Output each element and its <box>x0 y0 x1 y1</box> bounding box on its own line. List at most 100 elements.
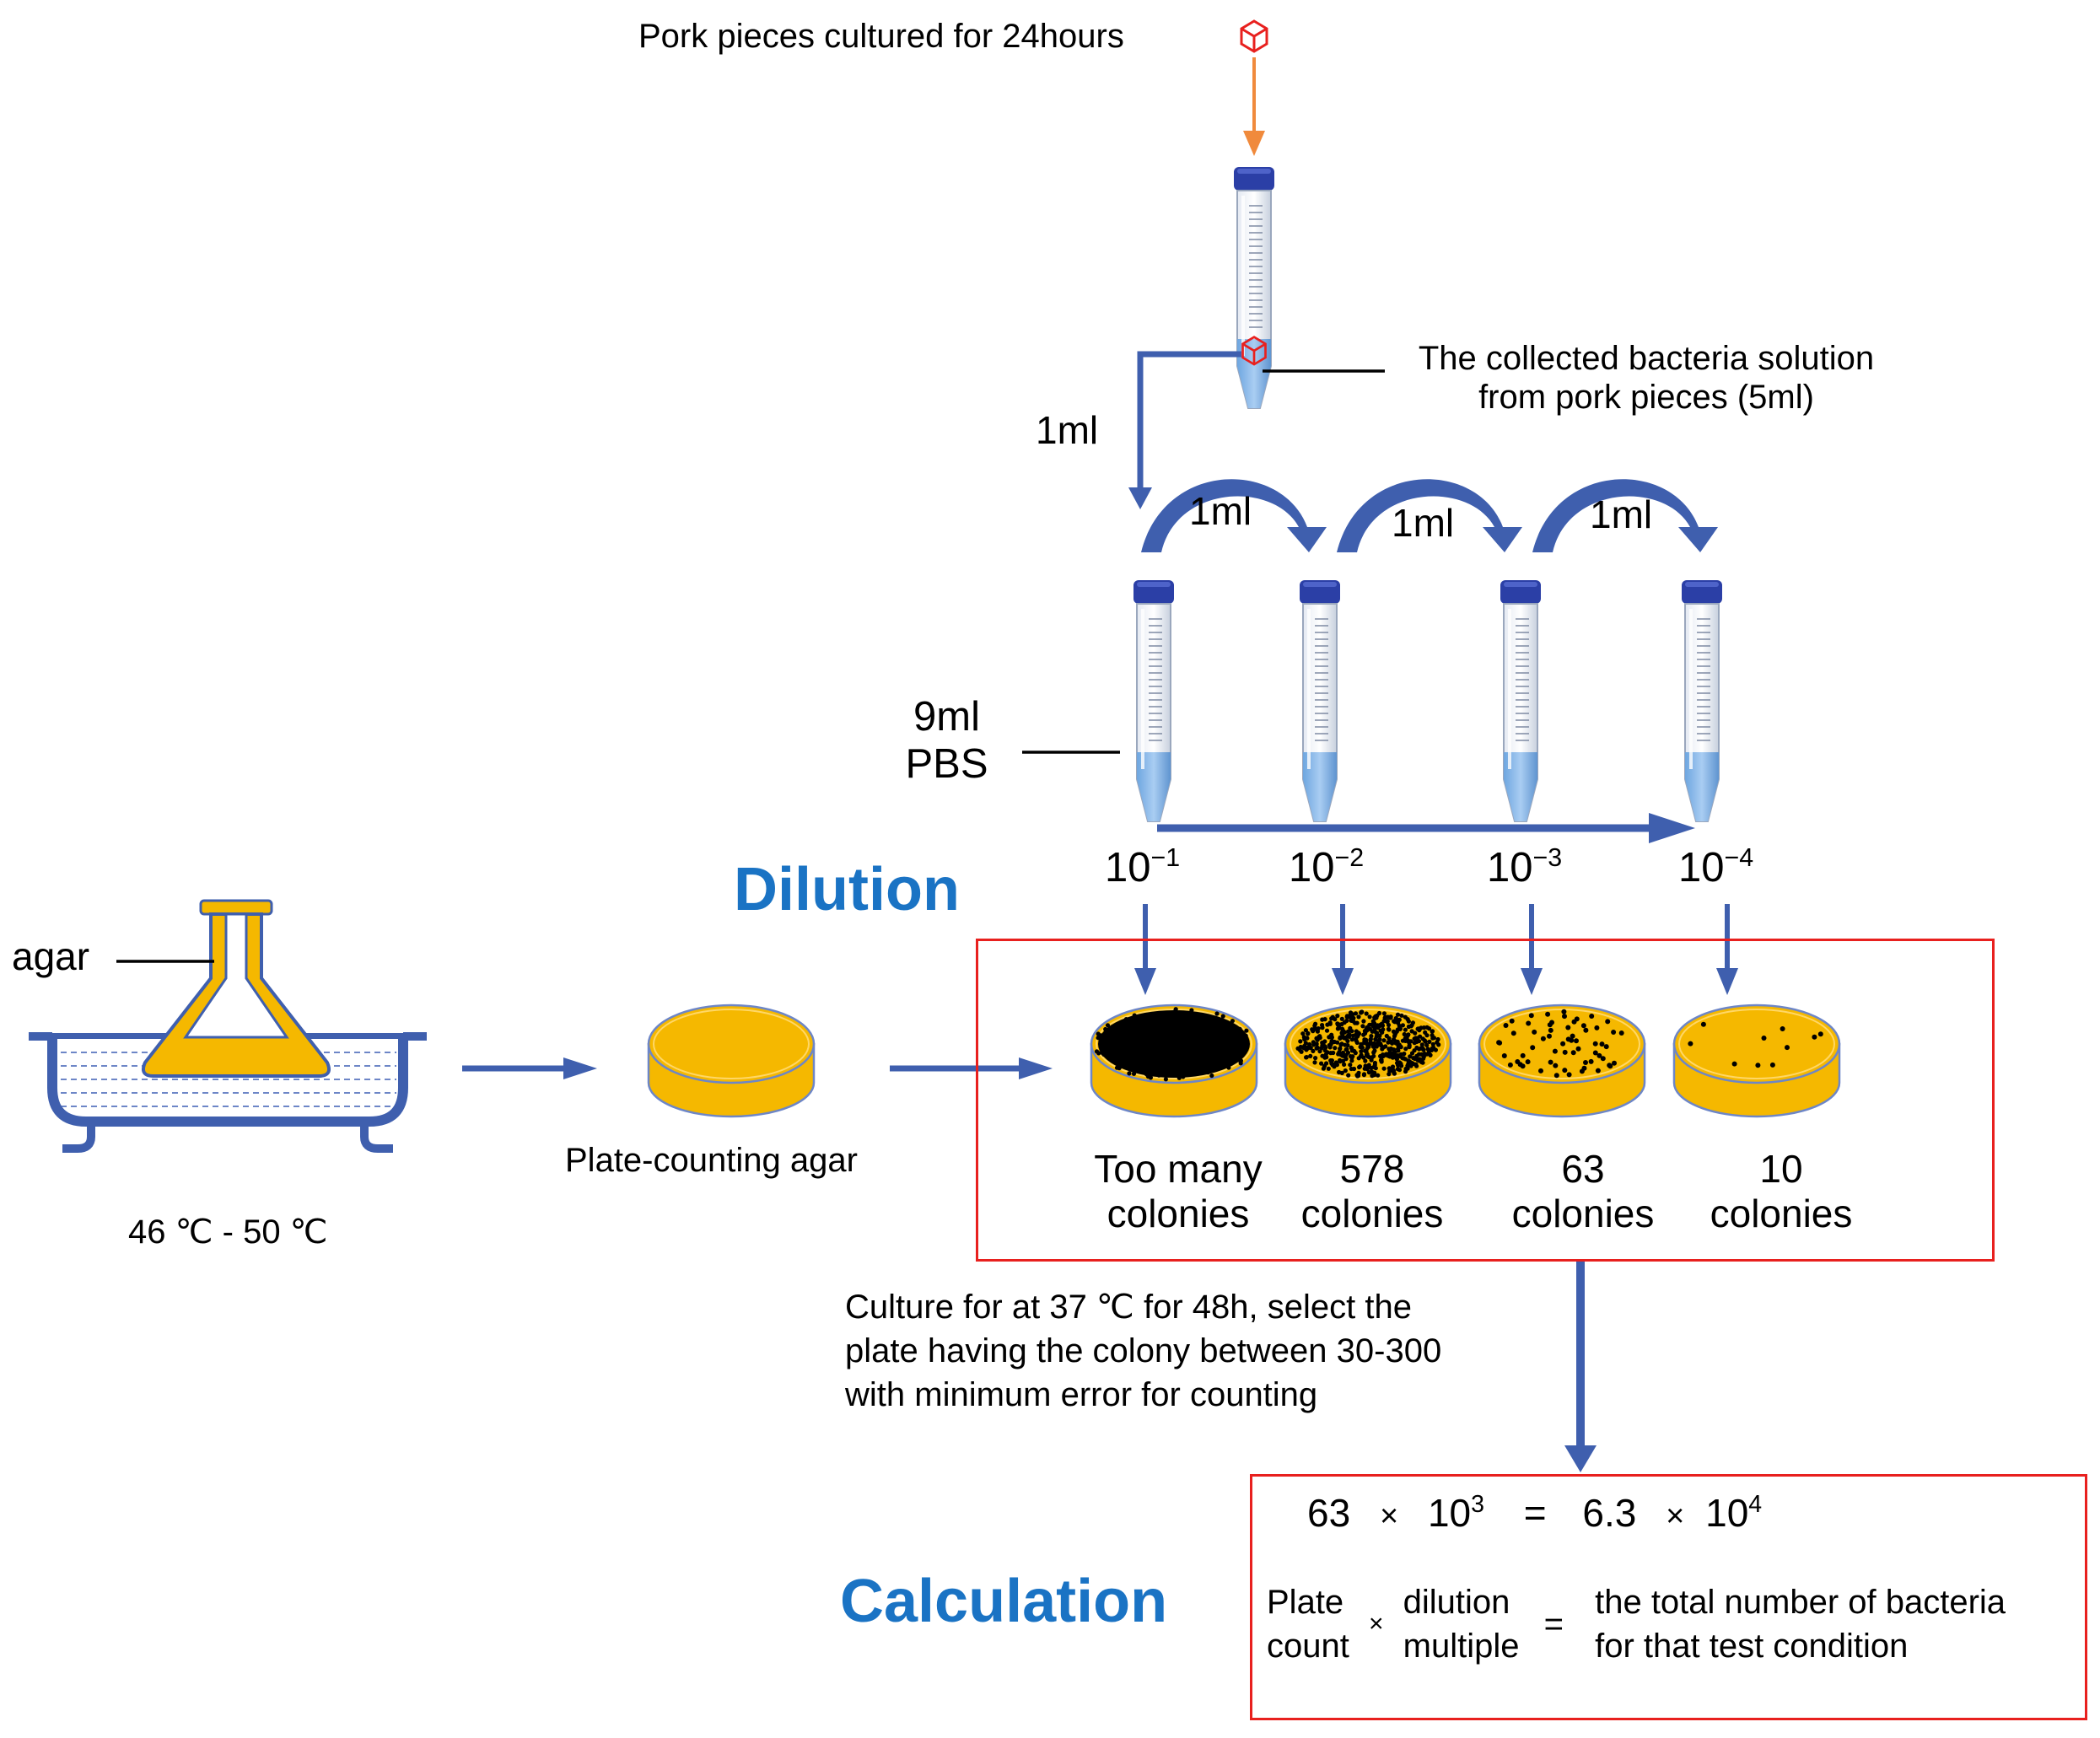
calculation-arrow <box>1564 1260 1597 1472</box>
colony-dot <box>1216 1048 1221 1053</box>
colony-dot <box>1592 1050 1598 1056</box>
plate-count-value: 63 <box>1307 1491 1351 1536</box>
colony-dot <box>1360 1024 1365 1029</box>
serial-transfer-arrows <box>1141 479 1718 552</box>
dilution-exponent: −4 <box>1724 843 1754 872</box>
colony-dot <box>1337 1025 1342 1030</box>
dilution-base: 10 <box>1487 845 1533 891</box>
colony-dot <box>1565 1025 1571 1030</box>
collected-label-line1: The collected bacteria solution <box>1418 340 1875 377</box>
colony-dot <box>1317 1035 1322 1040</box>
colony-dot <box>1365 1052 1370 1057</box>
colony-dot <box>1333 1046 1338 1051</box>
colony-dot <box>1368 1037 1373 1042</box>
colony-dot <box>1220 1047 1225 1052</box>
colony-dot <box>1107 1051 1112 1056</box>
colony-dot <box>1574 1016 1580 1022</box>
colony-dot <box>1399 1013 1404 1018</box>
colony-dot <box>1335 1040 1340 1045</box>
colony-dot <box>1303 1045 1308 1051</box>
colony-dot <box>1338 1042 1343 1047</box>
colony-dot <box>1335 1022 1340 1027</box>
colony-dot <box>1415 1026 1420 1031</box>
colony-dot <box>1385 1020 1390 1025</box>
colony-dot <box>1566 1072 1572 1078</box>
colony-dot <box>1329 1038 1334 1043</box>
colony-dot <box>1215 1044 1220 1049</box>
colony-dot <box>1305 1036 1310 1041</box>
colony-dot <box>1605 1019 1611 1025</box>
colony-dot <box>1553 1073 1559 1079</box>
colony-dot <box>1120 1032 1125 1037</box>
times-symbol: × <box>1379 1499 1399 1535</box>
colony-dot <box>1201 1053 1206 1058</box>
colony-dot <box>1342 1062 1347 1067</box>
colony-dot <box>1311 1042 1317 1047</box>
colony-dot <box>1575 1046 1581 1052</box>
colony-dot <box>1173 1043 1179 1048</box>
colony-dot <box>1334 1063 1339 1068</box>
colony-dot <box>1156 1073 1161 1078</box>
colony-dot <box>1612 1060 1617 1066</box>
colony-dot <box>1203 1050 1208 1055</box>
colony-dot <box>1353 1011 1359 1016</box>
colony-dot <box>1358 1044 1363 1050</box>
colony-dot <box>1507 1062 1513 1068</box>
colony-dot <box>1299 1049 1304 1054</box>
colony-dot <box>1160 1040 1165 1045</box>
colony-dot <box>1599 1041 1605 1047</box>
colony-dot <box>1396 1020 1401 1025</box>
colony-dot <box>1331 1050 1336 1056</box>
colony-dot <box>1374 1030 1380 1036</box>
dilution-base: 10 <box>1427 1491 1472 1536</box>
colony-dot <box>1387 1066 1392 1071</box>
colony-dot <box>1174 1031 1179 1036</box>
bath-temperature: 46 ℃ - 50 ℃ <box>128 1213 328 1251</box>
colony-dot <box>1337 1069 1342 1075</box>
colony-dot <box>1103 1026 1108 1032</box>
colony-dot <box>1395 1012 1401 1017</box>
source-arrow <box>1243 57 1265 156</box>
colony-dot <box>1182 1044 1187 1049</box>
colony-dot <box>1583 1027 1589 1033</box>
colony-dot <box>1123 1017 1128 1022</box>
petri-dish-icon <box>647 1004 816 1118</box>
colony-dot <box>1128 1044 1133 1049</box>
colony-dot <box>1501 1053 1507 1058</box>
plate-counting-label: Plate-counting agar <box>565 1142 858 1179</box>
colony-dot <box>1353 1036 1359 1041</box>
colony-dot <box>1155 1063 1160 1068</box>
colony-dot <box>1371 1064 1376 1069</box>
colony-dots <box>1094 1007 1823 1082</box>
plate-unit: colonies <box>1107 1191 1250 1235</box>
colony-dot <box>1313 1056 1318 1061</box>
colony-dot <box>1403 1047 1408 1052</box>
colony-dot <box>1126 1050 1131 1055</box>
colony-dot <box>1562 1014 1567 1020</box>
colony-dot <box>1149 1059 1154 1065</box>
colony-dot <box>1125 1029 1130 1034</box>
colony-dot <box>1427 1039 1432 1044</box>
colony-dot <box>1367 1014 1372 1020</box>
colony-dot <box>1388 1039 1393 1044</box>
colony-dot <box>1380 1030 1385 1035</box>
colony-dot <box>1597 1052 1602 1058</box>
colony-dot <box>1179 1047 1184 1052</box>
colony-dot <box>1370 1029 1375 1034</box>
colony-dot <box>1300 1031 1306 1036</box>
colony-dot <box>1376 1010 1382 1016</box>
colony-dot <box>1188 1020 1193 1025</box>
colony-dot <box>1311 1048 1316 1053</box>
culture-note-line1: Culture for at 37 ℃ for 48h, select the <box>845 1289 1412 1326</box>
dilution-factor-1: 10−1 <box>1105 843 1180 892</box>
colony-dot <box>1244 1028 1249 1033</box>
colony-dot <box>1222 1023 1227 1028</box>
colony-dot <box>1163 1077 1168 1082</box>
colony-dot <box>1562 1068 1568 1073</box>
colony-dot <box>1401 1056 1406 1061</box>
colony-dot <box>1417 1047 1422 1052</box>
pbs-name: PBS <box>905 741 988 788</box>
colony-dot <box>1509 1018 1515 1024</box>
colony-dot <box>1618 1030 1624 1036</box>
